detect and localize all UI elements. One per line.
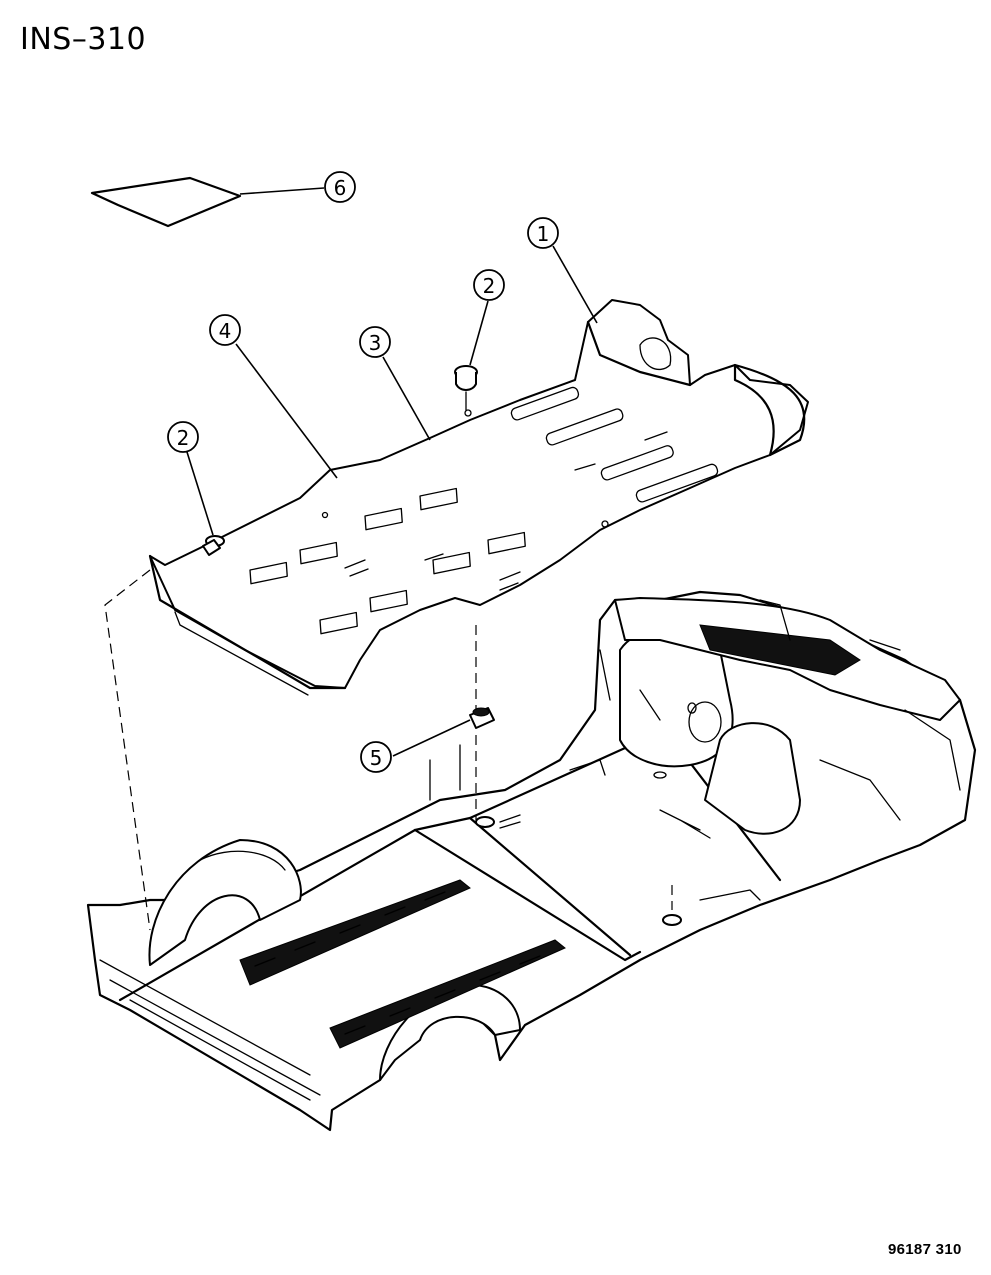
callout-2-front: 2 <box>473 269 505 301</box>
svg-text:6: 6 <box>334 176 347 200</box>
callout-4: 4 <box>209 314 241 346</box>
part-6-label-card <box>90 176 242 228</box>
page-title: INS–310 <box>20 22 147 57</box>
svg-text:1: 1 <box>537 222 550 246</box>
floor-rib-set-left <box>239 879 471 986</box>
part-2-push-pin-rear <box>202 535 225 556</box>
part-5-grommet <box>469 707 495 729</box>
drawing-number: 96187 310 <box>888 1241 962 1258</box>
svg-text:3: 3 <box>369 331 382 355</box>
callout-6: 6 <box>324 171 356 203</box>
floor-rib-set-right <box>329 939 566 1049</box>
svg-text:2: 2 <box>177 426 190 450</box>
callout-3: 3 <box>359 326 391 358</box>
callout-1: 1 <box>527 217 559 249</box>
callout-2-rear: 2 <box>167 421 199 453</box>
callout-5: 5 <box>360 741 392 773</box>
svg-text:5: 5 <box>370 746 383 770</box>
svg-text:4: 4 <box>219 319 232 343</box>
svg-text:2: 2 <box>483 274 496 298</box>
part-2-push-pin-front <box>454 365 478 411</box>
vehicle-floor-pan <box>86 590 977 1132</box>
carpet-assembly <box>148 299 809 696</box>
